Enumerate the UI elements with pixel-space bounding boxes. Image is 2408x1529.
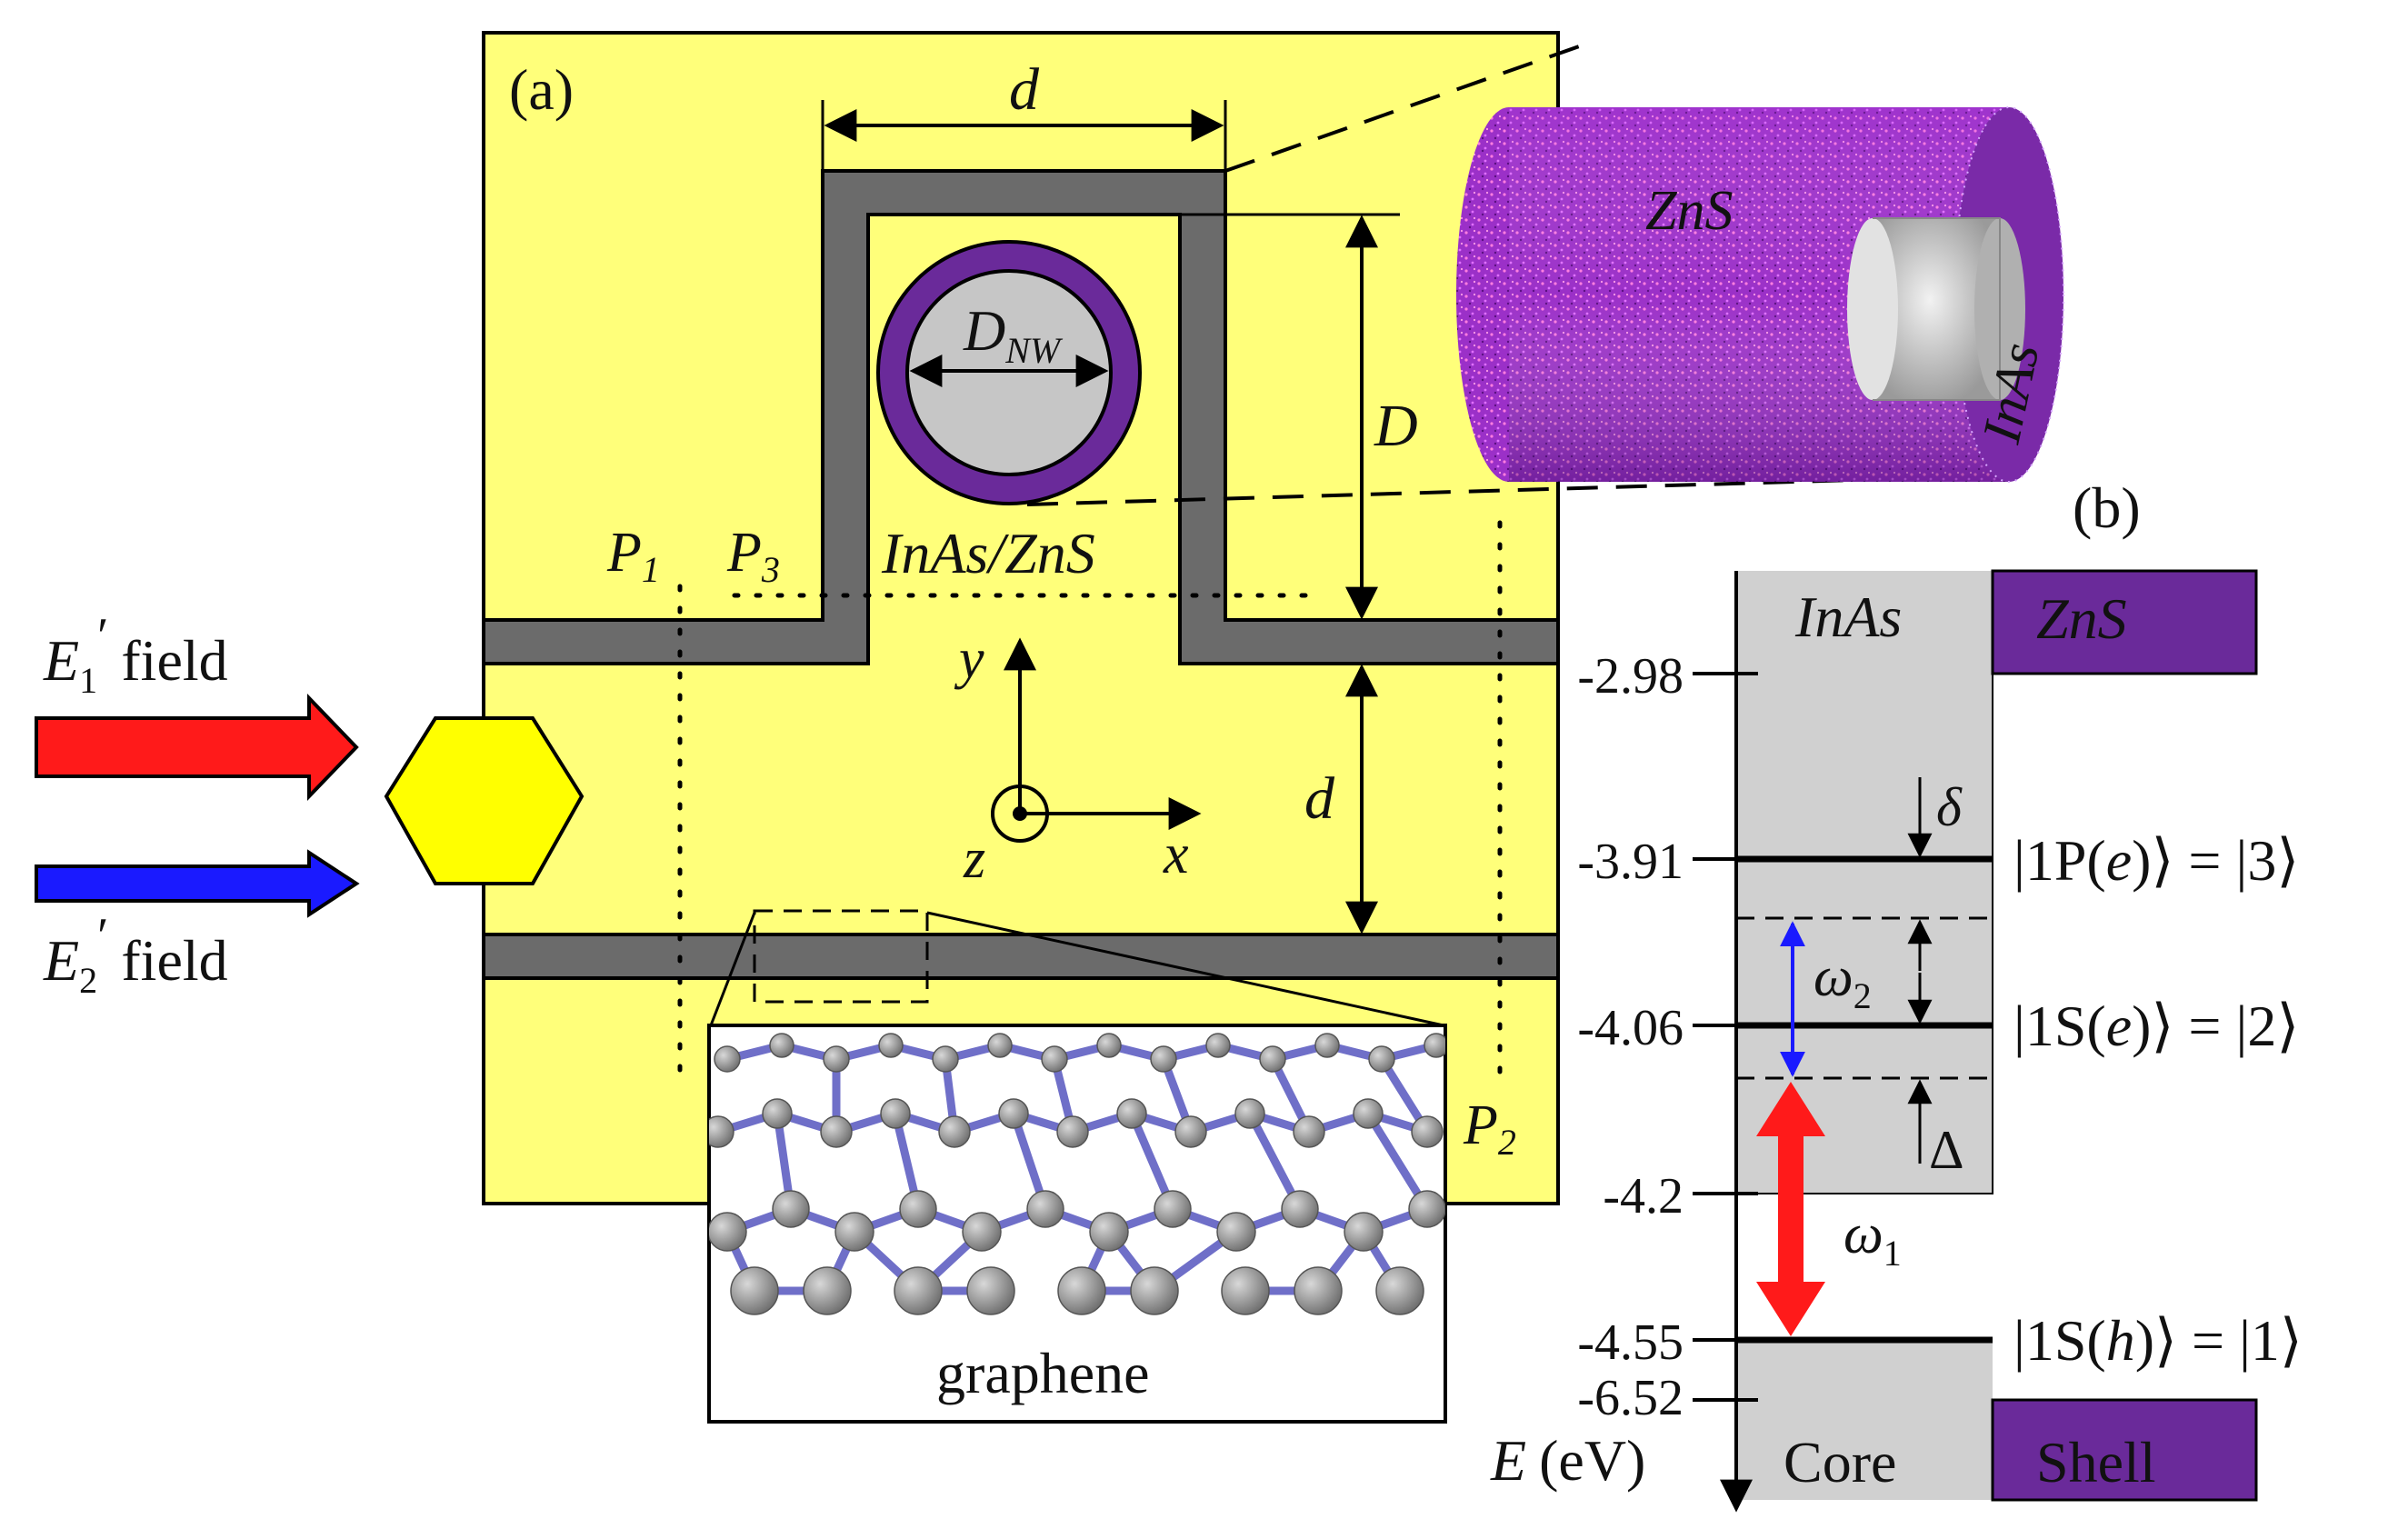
tick-label: -4.06 [1577, 1000, 1684, 1056]
tick-label: -4.2 [1603, 1168, 1684, 1224]
shell-3d-label: ZnS [1645, 180, 1733, 242]
tick-label: -2.98 [1577, 648, 1684, 705]
nw-material-label: InAs/ZnS [881, 521, 1095, 585]
detuning-delta: δ [1936, 777, 1963, 837]
field1-label: E1′field [43, 608, 228, 701]
tick-label: -6.52 [1577, 1370, 1684, 1426]
core-top-label: InAs [1794, 585, 1902, 649]
shell-bottom-label: Shell [2036, 1430, 2156, 1494]
axis-y-label: y [954, 628, 984, 690]
core-band-top [1736, 571, 1993, 1194]
panel-b: (b) InAs ZnS Core Shell E(eV) -2.98 -3.9… [1490, 475, 2303, 1513]
axis-z-label: z [963, 828, 985, 890]
core-band-bottom [1736, 1340, 1993, 1500]
panel-b-label: (b) [2073, 475, 2141, 540]
panel-a-label: (a) [509, 57, 574, 122]
tick-label: -3.91 [1577, 834, 1684, 890]
lower-waveguide [482, 933, 1560, 980]
dim-d-side: d [1304, 765, 1335, 832]
tick-label: -4.55 [1577, 1314, 1684, 1371]
graphene-lattice [709, 1033, 1445, 1315]
omega2-label: ω2 [1813, 946, 1872, 1016]
nw-diameter-label: DNW [963, 298, 1064, 371]
source-hexagon [384, 716, 585, 885]
graphene-region-marker [753, 909, 929, 1004]
shell-band-top [1991, 569, 2258, 675]
svg-text:|1S(h)⟩ = |1⟩: |1S(h)⟩ = |1⟩ [2013, 1308, 2303, 1373]
svg-text:|1S(e)⟩ = |2⟩: |1S(e)⟩ = |2⟩ [2013, 994, 2299, 1058]
core-bottom-label: Core [1784, 1430, 1896, 1494]
field2-arrow [35, 849, 360, 918]
energy-axis-label: E(eV) [1490, 1428, 1645, 1493]
omega1-arrow [1756, 1082, 1825, 1336]
shell-top-label: ZnS [2036, 586, 2127, 651]
detuning-Delta: Δ [1929, 1120, 1964, 1180]
graphene-label: graphene [936, 1341, 1150, 1405]
state-label-1: |1S(h)⟩ = |1⟩ [2013, 1308, 2303, 1373]
axis-x-label: x [1163, 824, 1189, 885]
axis-z-symbol [991, 784, 1049, 843]
state-label-3: |1P(e)⟩ = |3⟩ [2013, 828, 2299, 893]
p1-label: P1 [606, 522, 660, 590]
p2-label: P2 [1463, 1094, 1516, 1163]
dim-d-top: d [1009, 56, 1040, 123]
field1-arrow [35, 694, 359, 801]
state-label-2: |1S(e)⟩ = |2⟩ [2013, 994, 2299, 1058]
upper-waveguide [482, 169, 1560, 665]
omega1-label: ω1 [1843, 1204, 1902, 1274]
nanowire-3d [1456, 106, 2064, 483]
panel-a: (a) d DNW InAs/ZnS D d P1 P3 P2 [35, 31, 2064, 1424]
dim-D: D [1374, 393, 1418, 459]
p3-label: P3 [726, 522, 780, 590]
svg-text:|1P(e)⟩ = |3⟩: |1P(e)⟩ = |3⟩ [2013, 828, 2299, 893]
field2-label: E2′field [43, 908, 228, 1001]
shell-band-bottom [1991, 1398, 2258, 1502]
